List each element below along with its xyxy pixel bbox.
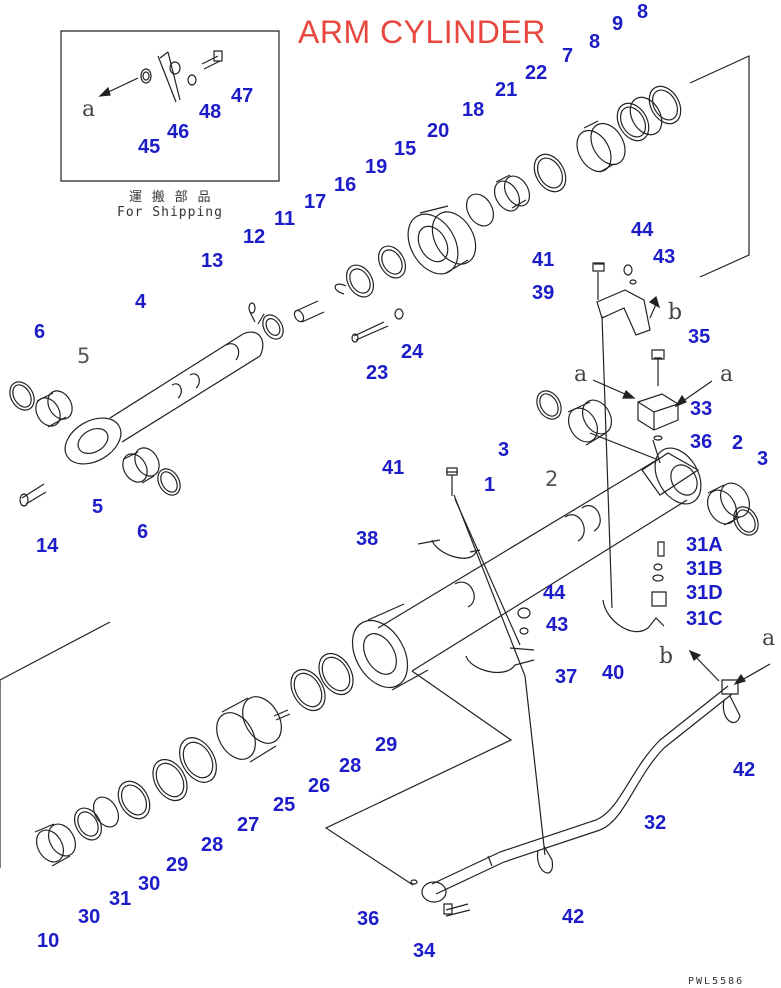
- part-label: 41: [532, 249, 555, 271]
- part-label: 42: [562, 906, 585, 928]
- ref-letter-a: a: [762, 626, 776, 651]
- part-label: 26: [308, 775, 331, 797]
- part-label: 22: [525, 62, 548, 84]
- part-label: 3: [757, 448, 769, 470]
- pipe-32: [432, 686, 728, 884]
- part-label: 7: [562, 45, 574, 67]
- part-label: 1: [484, 474, 496, 496]
- part-label: 28: [201, 834, 224, 856]
- head-15: [398, 205, 468, 282]
- part-label: 34: [413, 940, 436, 962]
- cylinder-head: [341, 611, 419, 697]
- part-label: 11: [274, 208, 296, 230]
- part-label: 28: [339, 755, 362, 777]
- part-label: 36: [357, 908, 380, 930]
- part-label-outline: 2: [545, 467, 559, 491]
- ref-letter-a: a: [720, 362, 734, 387]
- part-label: 18: [462, 99, 485, 121]
- part-label: 12: [243, 226, 266, 248]
- part-label: 42: [733, 759, 756, 781]
- part-label: 17: [304, 191, 327, 213]
- part-label: 31C: [686, 608, 723, 630]
- part-label: 48: [199, 101, 222, 123]
- part-label: 27: [237, 814, 260, 836]
- part-label: 40: [602, 662, 625, 684]
- ref-letter-b: b: [668, 300, 683, 325]
- part-label: 31B: [686, 558, 723, 580]
- part-label: 32: [644, 812, 667, 834]
- leader-line-top: [690, 56, 749, 277]
- part-label: 24: [401, 341, 424, 363]
- leader-line-bottom: [326, 671, 511, 885]
- part-label: 47: [231, 85, 254, 107]
- part-label: 44: [543, 582, 566, 604]
- part-label: 44: [631, 219, 654, 241]
- ref-letter-b: b: [659, 644, 674, 669]
- part-label: 5: [92, 496, 104, 518]
- part-label: 29: [166, 854, 189, 876]
- leader-line-left: [0, 622, 110, 680]
- part-label: 8: [637, 1, 649, 23]
- part-label: 41: [382, 457, 405, 479]
- part-label: 46: [167, 121, 190, 143]
- shipping-box: [61, 31, 279, 181]
- part-label: 3: [498, 439, 510, 461]
- block-33: [638, 394, 678, 430]
- diagram-title: ARM CYLINDER: [298, 14, 546, 50]
- part-label: 6: [137, 521, 149, 543]
- part-label: 21: [495, 79, 518, 101]
- part-label: 9: [612, 13, 624, 35]
- ref-letter-a: a: [574, 362, 588, 387]
- part-label: 30: [138, 873, 161, 895]
- shipping-caption-jp: 運 搬 部 品: [129, 190, 212, 205]
- part-label: 45: [138, 136, 161, 158]
- part-label: 19: [365, 156, 388, 178]
- part-label: 31D: [686, 582, 723, 604]
- part-label: 15: [394, 138, 417, 160]
- part-label: 23: [366, 362, 389, 384]
- cylinder-body: [378, 458, 687, 671]
- part-label: 36: [690, 431, 713, 453]
- part-label: 13: [201, 250, 224, 272]
- part-label: 33: [690, 398, 713, 420]
- part-label-outline: 5: [77, 344, 91, 368]
- part-label: 43: [546, 614, 569, 636]
- part-label: 31A: [686, 534, 723, 556]
- figure-code: PWL5586: [688, 976, 745, 987]
- part-label: 14: [36, 535, 59, 557]
- shipping-caption-en: For Shipping: [117, 205, 223, 220]
- part-label: 39: [532, 282, 555, 304]
- part-label: 31: [109, 888, 132, 910]
- part-label: 10: [37, 930, 60, 952]
- part-label: 37: [555, 666, 578, 688]
- part-label: 2: [732, 432, 744, 454]
- part-label: 8: [589, 31, 601, 53]
- rod-eye: [57, 409, 129, 474]
- part-label: 16: [334, 174, 357, 196]
- ref-letter-a: a: [82, 97, 96, 122]
- part-label: 20: [427, 120, 450, 142]
- part-label: 6: [34, 321, 46, 343]
- part-label: 35: [688, 326, 711, 348]
- part-label: 4: [135, 291, 147, 313]
- piston-rod: [110, 334, 260, 442]
- part-label: 38: [356, 528, 379, 550]
- part-label: 25: [273, 794, 296, 816]
- part-label: 43: [653, 246, 676, 268]
- part-label: 30: [78, 906, 101, 928]
- part-label: 29: [375, 734, 398, 756]
